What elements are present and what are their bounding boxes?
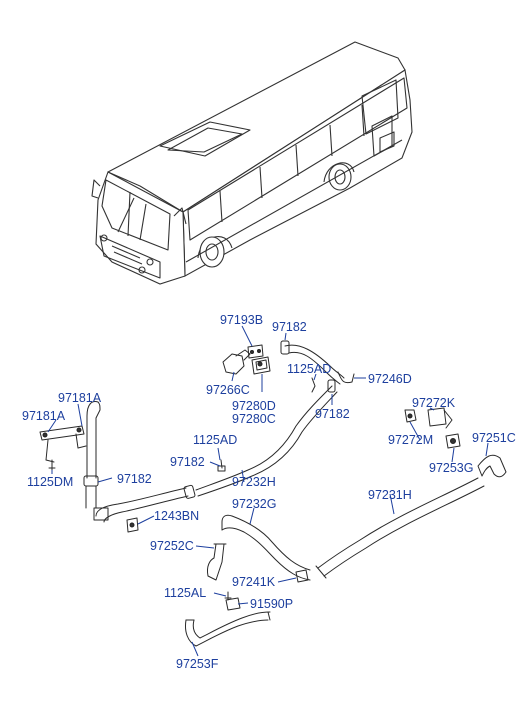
label-97266C: 97266C <box>206 383 250 397</box>
leader-lines <box>47 325 489 657</box>
label-97231H: 97231H <box>368 488 412 502</box>
label-1243BN: 1243BN <box>154 509 199 523</box>
clamp-97182-mid <box>327 379 336 393</box>
fitting-97272K <box>427 407 447 427</box>
elbow-97251C <box>477 454 507 478</box>
label-1125AL: 1125AL <box>164 586 206 600</box>
clamp-97241K <box>295 569 309 583</box>
label-91590P: 91590P <box>250 597 293 611</box>
connector-97253G <box>445 433 461 449</box>
label-1125DM: 1125DM <box>27 475 73 489</box>
label-97181A-lower: 97181A <box>22 409 66 423</box>
fitting-97272M <box>404 409 417 423</box>
label-97280C: 97280C <box>232 412 276 426</box>
clamp-97182-top <box>280 340 290 355</box>
valve-97280 <box>251 356 271 375</box>
grommet-1243BN <box>126 517 139 533</box>
label-97241K: 97241K <box>232 575 276 589</box>
label-97182-mid-left: 97182 <box>170 455 205 469</box>
bracket-97193B <box>247 344 264 359</box>
label-97182-top: 97182 <box>272 320 307 334</box>
label-97272M: 97272M <box>388 433 433 447</box>
label-97182-mid: 97182 <box>315 407 350 421</box>
clip-91590P <box>225 597 241 611</box>
label-97246D: 97246D <box>368 372 412 386</box>
label-97193B: 97193B <box>220 313 263 327</box>
label-1125AD-mid: 1125AD <box>193 433 237 447</box>
bus-illustration <box>91 41 413 285</box>
label-97232H: 97232H <box>232 475 276 489</box>
label-97251C: 97251C <box>472 431 516 445</box>
label-97232G: 97232G <box>232 497 276 511</box>
clamp-97182-left <box>183 484 196 499</box>
label-97252C: 97252C <box>150 539 194 553</box>
hose-network <box>39 340 507 647</box>
elbow-97252C <box>207 543 225 581</box>
part-labels: 97193B 97182 1125AD 97246D 97266C 97280D… <box>22 313 516 671</box>
clamp-97182-small <box>83 475 99 487</box>
label-97280D: 97280D <box>232 399 276 413</box>
label-97272K: 97272K <box>412 396 456 410</box>
label-97181A-upper: 97181A <box>58 391 102 405</box>
label-97182-left: 97182 <box>117 472 152 486</box>
label-1125AD-top: 1125AD <box>287 362 331 376</box>
label-97253F: 97253F <box>176 657 219 671</box>
elbow-97266C <box>222 353 245 375</box>
label-97253G: 97253G <box>429 461 473 475</box>
bracket-97181A <box>39 425 85 441</box>
